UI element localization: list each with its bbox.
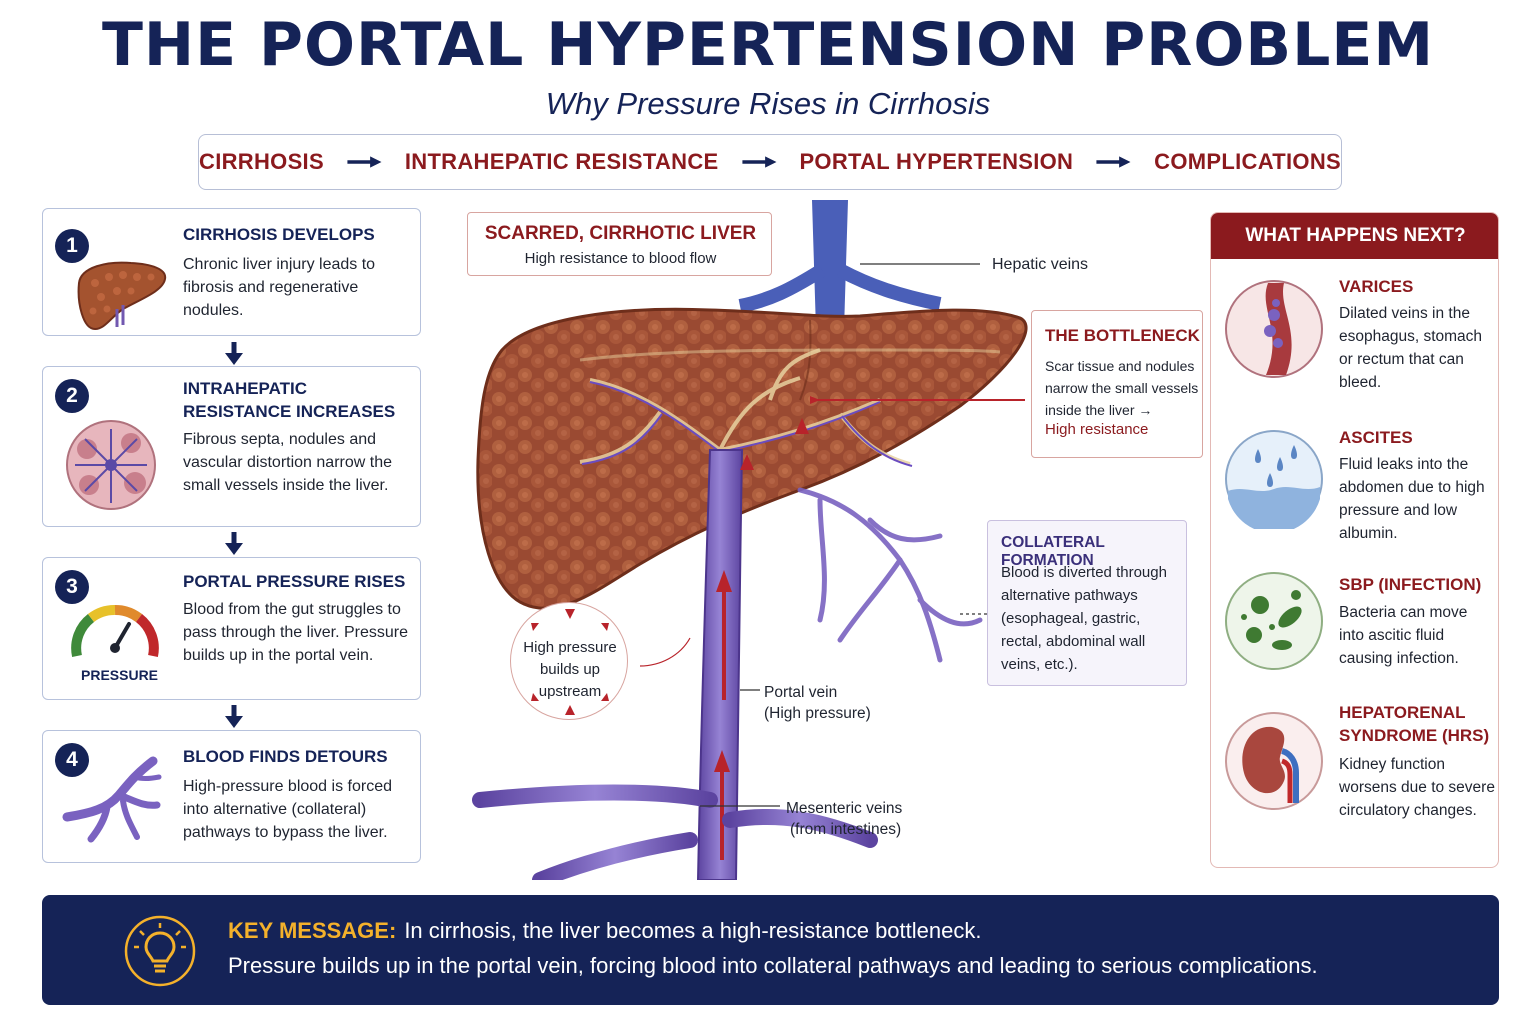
collateral-text: Blood is diverted through alternative pa… bbox=[1001, 564, 1167, 673]
flow-step-portal-hypertension: PORTAL HYPERTENSION bbox=[799, 149, 1074, 174]
liver-callout-title: SCARRED, CIRRHOTIC LIVER bbox=[484, 223, 757, 244]
arrow-right-icon bbox=[1096, 156, 1131, 168]
mesenteric-veins-note: (from intestines) bbox=[790, 821, 902, 838]
mesenteric-veins bbox=[472, 784, 878, 880]
fluid-drops-icon bbox=[1225, 430, 1323, 529]
flow-step-cirrhosis: CIRRHOSIS bbox=[199, 149, 324, 174]
bottleneck-highlight: High resistance bbox=[1045, 421, 1149, 438]
step-number: 2 bbox=[55, 379, 89, 413]
pressure-gauge-icon bbox=[71, 605, 159, 658]
kidney-icon bbox=[1225, 712, 1323, 810]
step-number: 4 bbox=[55, 743, 89, 777]
complication-text: Fluid leaks into the abdomen due to high… bbox=[1339, 456, 1485, 542]
flow-step-resistance: INTRAHEPATIC RESISTANCE bbox=[404, 149, 719, 174]
step-title: BLOOD FINDS DETOURS bbox=[183, 747, 388, 766]
resistance-arrows bbox=[740, 418, 809, 470]
cirrhotic-liver bbox=[476, 307, 1028, 610]
collateral-callout: COLLATERAL FORMATION Blood is diverted t… bbox=[987, 520, 1187, 686]
branching-vessels-icon bbox=[62, 756, 162, 843]
arrow-right-icon bbox=[347, 156, 382, 168]
leader-lines bbox=[639, 263, 1025, 807]
complication-text: Kidney function worsens due to severe ci… bbox=[1339, 756, 1495, 819]
step-title: PORTAL PRESSURE RISES bbox=[183, 572, 406, 591]
step-card-1: 1 CIRRHOSIS DEVELOPS Chronic liver injur… bbox=[42, 208, 421, 336]
liver-callout: SCARRED, CIRRHOTIC LIVER High resistance… bbox=[467, 212, 772, 276]
lightbulb-icon bbox=[124, 915, 196, 987]
high-pressure-badge: High pressure builds up upstream bbox=[510, 602, 628, 720]
liver-icon bbox=[77, 261, 167, 331]
step-card-3: 3 PRESSURE PORTAL PRESSURE RISES Blood f… bbox=[42, 557, 421, 700]
hepatic-veins bbox=[738, 200, 942, 330]
key-message-banner bbox=[42, 895, 1499, 1005]
mesenteric-veins-label: Mesenteric veins bbox=[786, 800, 903, 817]
complication-text: Bacteria can move into ascitic fluid cau… bbox=[1339, 604, 1468, 667]
what-happens-next-panel: WHAT HAPPENS NEXT? VARICES Dilated veins… bbox=[1210, 212, 1499, 868]
flow-step-complications: COMPLICATIONS bbox=[1154, 149, 1341, 174]
liver-portal-system-illustration bbox=[472, 200, 1028, 880]
bottleneck-text: Scar tissue and nodules narrow the small… bbox=[1045, 358, 1199, 418]
collateral-title: COLLATERAL FORMATION bbox=[1001, 534, 1105, 569]
step-description: Fibrous septa, nodules and vascular dist… bbox=[183, 431, 392, 494]
gauge-label: PRESSURE bbox=[81, 667, 159, 683]
portal-vein-label: Portal vein bbox=[764, 684, 838, 701]
high-pressure-text: High pressure builds up upstream bbox=[523, 639, 617, 700]
cause-flow-bar: CIRRHOSIS INTRAHEPATIC RESISTANCE PORTAL… bbox=[198, 134, 1342, 190]
pressure-arrows-icon bbox=[531, 609, 609, 715]
hepatic-veins-label: Hepatic veins bbox=[992, 256, 1089, 273]
complication-title: VARICES bbox=[1339, 277, 1414, 296]
tissue-cross-section-icon bbox=[66, 420, 156, 510]
collateral-branches bbox=[797, 487, 983, 663]
step-description: Chronic liver injury leads to fibrosis a… bbox=[183, 256, 376, 319]
arrow-down-icon bbox=[225, 705, 243, 728]
step-card-4: 4 BLOOD FINDS DETOURS High-pressure bloo… bbox=[42, 730, 421, 863]
arrow-right-icon bbox=[741, 156, 777, 168]
portal-vein-note: (High pressure) bbox=[764, 705, 871, 722]
step-number: 3 bbox=[55, 570, 89, 604]
arrow-down-icon bbox=[225, 532, 243, 555]
varices-icon bbox=[1225, 280, 1323, 378]
arrow-down-icon bbox=[225, 342, 243, 365]
step-description: High-pressure blood is forced into alter… bbox=[183, 778, 392, 841]
bottleneck-title: THE BOTTLENECK bbox=[1045, 326, 1200, 345]
step-number: 1 bbox=[55, 229, 89, 263]
key-message-label: KEY MESSAGE: bbox=[228, 918, 397, 943]
complication-text: Dilated veins in the esophagus, stomach … bbox=[1339, 305, 1483, 391]
panel-header: WHAT HAPPENS NEXT? bbox=[1211, 213, 1498, 259]
page-title: THE PORTAL HYPERTENSION PROBLEM bbox=[101, 10, 1435, 80]
step-title: INTRAHEPATIC RESISTANCE INCREASES bbox=[183, 379, 396, 421]
bottleneck-callout: THE BOTTLENECK Scar tissue and nodules n… bbox=[1031, 310, 1203, 458]
key-message-line-2: Pressure builds up in the portal vein, f… bbox=[228, 953, 1318, 978]
bacteria-icon bbox=[1225, 572, 1323, 670]
liver-callout-text: High resistance to blood flow bbox=[524, 250, 717, 267]
key-message-line-1: KEY MESSAGE: In cirrhosis, the liver beco… bbox=[228, 918, 981, 944]
step-card-2: 2 INTRAHEPATIC RESISTANCE INCREASES Fibr… bbox=[42, 366, 421, 527]
key-message-text-1: In cirrhosis, the liver becomes a high-r… bbox=[404, 918, 982, 943]
complication-title: SBP (INFECTION) bbox=[1339, 575, 1482, 594]
portal-vein bbox=[696, 449, 744, 880]
step-title: CIRRHOSIS DEVELOPS bbox=[183, 225, 375, 244]
step-description: Blood from the gut struggles to pass thr… bbox=[183, 601, 409, 664]
page-subtitle: Why Pressure Rises in Cirrhosis bbox=[545, 86, 991, 121]
complication-title: ASCITES bbox=[1339, 428, 1413, 447]
complication-title: HEPATORENAL SYNDROME (HRS) bbox=[1339, 703, 1490, 745]
